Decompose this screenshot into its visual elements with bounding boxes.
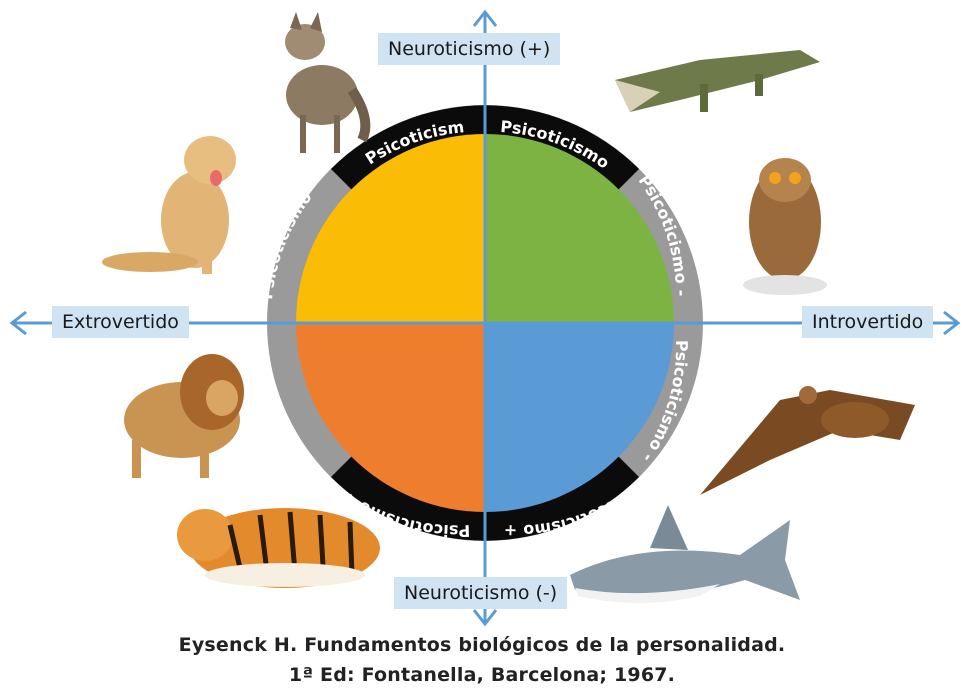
arrow-down-icon xyxy=(472,609,498,627)
axis-label-neuroticism-minus: Neuroticismo (-) xyxy=(394,577,568,609)
arrow-up-icon xyxy=(472,9,498,27)
crocodile-icon xyxy=(615,50,820,112)
caption-line-1: Eysenck H. Fundamentos biológicos de la … xyxy=(178,634,786,656)
shark-icon xyxy=(570,505,800,603)
lion-icon xyxy=(124,354,244,478)
axis-label-extrovert: Extrovertido xyxy=(52,306,189,338)
arrow-right-icon xyxy=(943,310,961,336)
dog-icon xyxy=(102,136,236,274)
axis-label-neuroticism-plus: Neuroticismo (+) xyxy=(378,33,561,65)
quadrant-top-right xyxy=(485,134,674,323)
owl-icon xyxy=(743,158,827,295)
quadrant-top-left xyxy=(296,134,485,323)
eagle-icon xyxy=(700,386,915,495)
arrow-left-icon xyxy=(9,310,27,336)
axis-label-introvert: Introvertido xyxy=(802,306,934,338)
tiger-icon xyxy=(177,508,380,588)
ring-label-top-left: Psicoticismo + xyxy=(0,0,465,168)
personality-circle-diagram: Psicoticismo + Psicoticismo + Psicoticis… xyxy=(0,0,961,627)
coyote-icon xyxy=(285,12,371,153)
quadrant-bottom-right xyxy=(485,323,674,512)
quadrant-bottom-left xyxy=(296,323,485,512)
caption-line-2: 1ª Ed: Fontanella, Barcelona; 1967. xyxy=(288,664,676,686)
